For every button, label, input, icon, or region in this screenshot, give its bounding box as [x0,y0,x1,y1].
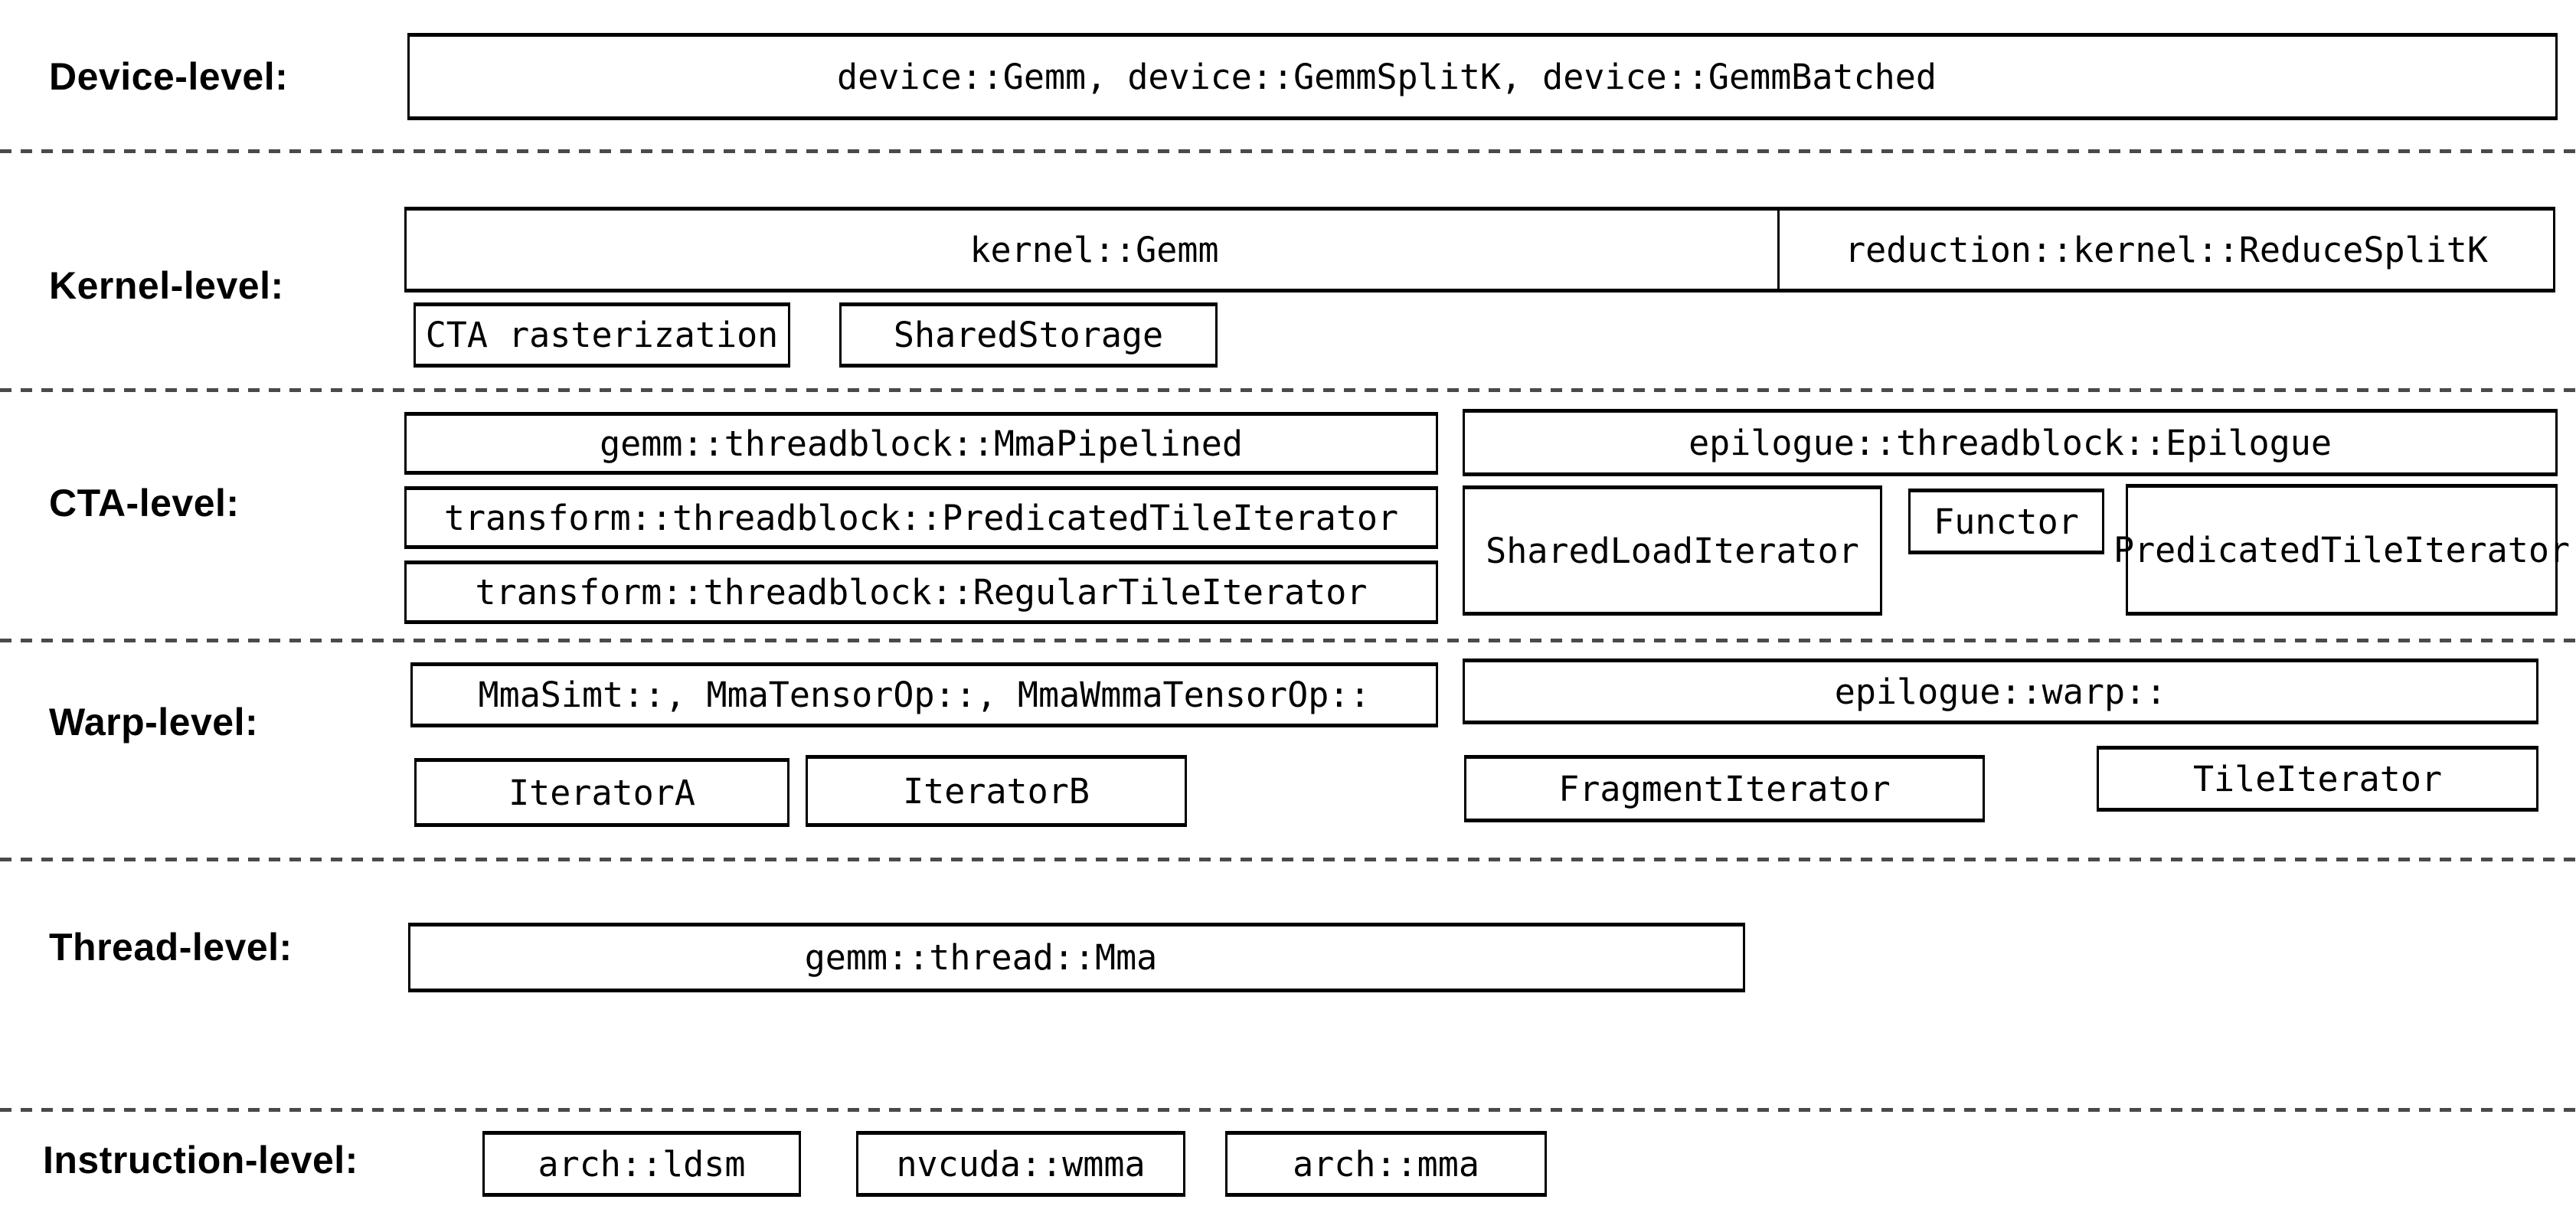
level-label-cta: CTA-level: [49,482,240,525]
box-functor: Functor [1908,489,2104,554]
box-fragmentiterator: FragmentIterator [1464,755,1985,822]
box-arch-ldsm: arch::ldsm [482,1131,801,1197]
box-kernel-gemm: kernel::Gemm [404,207,1784,292]
box-device-gemm: device::Gemm, device::GemmSplitK, device… [407,33,2558,120]
level-label-device: Device-level: [49,55,289,98]
box-epilogue-warp: epilogue::warp:: [1463,659,2538,724]
box-mmasimt-mmatensorop-mmawmmatensorop: MmaSimt::, MmaTensorOp::, MmaWmmaTensorO… [410,662,1438,727]
level-label-thread: Thread-level: [49,926,293,969]
separator-kernel-cta [0,388,2576,392]
box-transform-threadblock-predicatedtileiterator: transform::threadblock::PredicatedTileIt… [404,486,1438,549]
box-iteratorb: IteratorB [806,755,1187,827]
box-gemm-threadblock-mmapipelined: gemm::threadblock::MmaPipelined [404,412,1438,475]
separator-thread-instruction [0,1108,2576,1112]
separator-warp-thread [0,858,2576,861]
box-arch-mma: arch::mma [1225,1131,1547,1197]
box-sharedloaditerator: SharedLoadIterator [1463,485,1882,616]
level-label-kernel: Kernel-level: [49,264,284,307]
box-iteratora: IteratorA [414,758,789,827]
box-nvcuda-wmma: nvcuda::wmma [856,1131,1185,1197]
box-predicatedtileiterator: PredicatedTileIterator [2113,484,2570,616]
box-gemm-thread-mma: gemm::thread::Mma [408,923,1745,992]
box-reduction-kernel-reducesplitk: reduction::kernel::ReduceSplitK [1777,207,2555,292]
separator-cta-warp [0,639,2576,642]
box-epilogue-threadblock-epilogue: epilogue::threadblock::Epilogue [1463,409,2558,476]
separator-device-kernel [0,149,2576,153]
box-transform-threadblock-regulartileiterator: transform::threadblock::RegularTileItera… [404,560,1438,624]
level-label-warp: Warp-level: [49,701,259,743]
box-tileiterator: TileIterator [2097,746,2538,812]
box-sharedstorage: SharedStorage [839,302,1218,368]
box-cta-rasterization: CTA rasterization [414,302,790,368]
level-label-instruction: Instruction-level: [43,1139,358,1181]
